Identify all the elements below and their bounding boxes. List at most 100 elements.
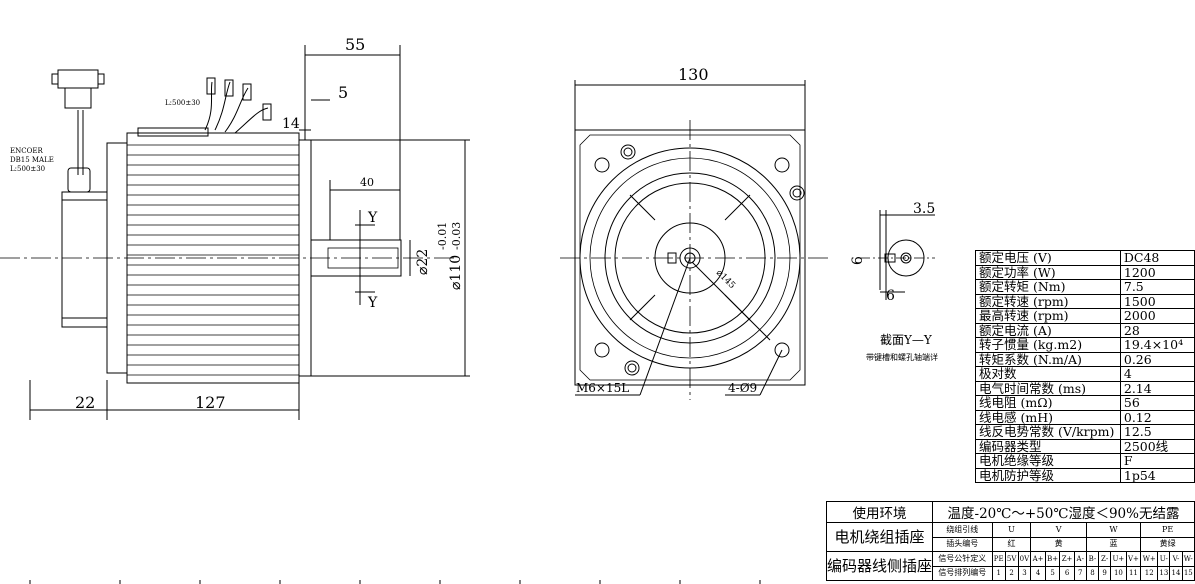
winding-row1-key: 绕组引线 <box>932 522 993 538</box>
pin-number: 13 <box>1157 565 1171 581</box>
spec-row: 电气时间常数 (ms)2.14 <box>975 380 1195 396</box>
spec-row: 转矩系数 (N.m/A)0.26 <box>975 351 1195 367</box>
pin-number: 14 <box>1169 565 1183 581</box>
winding-cell: 黄 <box>1030 536 1087 552</box>
spec-value: 1200 <box>1119 264 1195 280</box>
spec-value: 12.5 <box>1119 424 1195 440</box>
mount-hole-tr <box>774 157 790 173</box>
spec-row: 额定功率 (W)1200 <box>975 264 1195 280</box>
encoder-socket-label: 编码器线侧插座 <box>825 551 934 581</box>
dim-6b: 6 <box>886 288 895 304</box>
pin-def: Z- <box>1097 551 1112 567</box>
pin-number: 9 <box>1097 565 1112 581</box>
spec-value: 0.26 <box>1119 351 1195 367</box>
pin-number: 12 <box>1140 565 1159 581</box>
pin-number: 8 <box>1085 565 1100 581</box>
spec-key: 额定转速 (rpm) <box>975 293 1121 309</box>
winding-row2-key: 插头编号 <box>932 536 993 552</box>
spec-value: 1500 <box>1119 293 1195 309</box>
pin-def: 5V <box>1004 551 1019 567</box>
dim-14: 14 <box>282 116 300 132</box>
spec-row: 线电感 (mH)0.12 <box>975 409 1195 425</box>
dim-6a: 6 <box>850 256 866 265</box>
dim-22-shaft: ⌀22 <box>415 249 431 275</box>
winding-cell: PE <box>1140 522 1195 538</box>
dim-5: 5 <box>338 83 348 102</box>
spec-value: 19.4×10⁴ <box>1119 337 1195 353</box>
spec-key: 额定电压 (V) <box>975 250 1121 266</box>
spec-key: 最高转速 (rpm) <box>975 308 1121 324</box>
spec-key: 转子惯量 (kg.m2) <box>975 337 1121 353</box>
pin-number: 15 <box>1181 565 1195 581</box>
section-title: 截面Y—Y <box>880 333 933 347</box>
dim-110-tol-u: -0.01 <box>436 222 449 250</box>
pin-number: 11 <box>1125 565 1142 581</box>
holes-label: 4-Ø9 <box>728 381 757 395</box>
spec-row: 额定电流 (A)28 <box>975 322 1195 338</box>
mount-hole-tl <box>594 157 610 173</box>
winding-cell: 黄绿 <box>1140 536 1195 552</box>
pin-def: W+ <box>1140 551 1159 567</box>
pin-number: 5 <box>1044 565 1061 581</box>
spec-value: 2500线 <box>1119 438 1195 454</box>
mount-hole-br <box>774 342 790 358</box>
spec-value: 2000 <box>1119 308 1195 324</box>
terminal-box <box>137 127 209 137</box>
pin-def: U- <box>1157 551 1171 567</box>
spec-key: 极对数 <box>975 366 1121 382</box>
spec-key: 线反电势常数 (V/krpm) <box>975 424 1121 440</box>
pin-number: 1 <box>991 565 1006 581</box>
use-env-value: 温度-20℃～+50℃湿度＜90%无结露 <box>932 501 1195 523</box>
spec-value: 0.12 <box>1119 409 1195 425</box>
pin-number: 7 <box>1073 565 1087 581</box>
winding-cell: 红 <box>991 536 1032 552</box>
bottom-ruler <box>29 580 761 584</box>
spec-row: 最高转速 (rpm)2000 <box>975 308 1195 324</box>
encoder-label-1: ENCOER <box>10 147 43 155</box>
dim-110-tol-l: -0.03 <box>450 222 463 250</box>
encoder-cap <box>61 191 108 328</box>
pin-def: PE <box>991 551 1006 567</box>
cable-length: L:500±30 <box>165 99 200 107</box>
section-note: 带键槽和螺孔轴端详 <box>866 352 938 362</box>
pin-def-label: 信号公针定义 <box>932 551 993 567</box>
pin-def: 0V <box>1017 551 1032 567</box>
spec-value: 2.14 <box>1119 380 1195 396</box>
spec-key: 额定功率 (W) <box>975 264 1121 280</box>
spec-row: 额定转矩 (Nm)7.5 <box>975 279 1195 295</box>
pin-def: A+ <box>1030 551 1046 567</box>
pilot-circle <box>654 222 726 294</box>
dim-3-5: 3.5 <box>913 201 935 217</box>
use-env-label: 使用环境 <box>825 501 934 523</box>
mount-hole-bl <box>594 342 610 358</box>
spec-row: 线反电势常数 (V/krpm)12.5 <box>975 424 1195 440</box>
dim-22: 22 <box>75 393 95 412</box>
pin-def: U+ <box>1110 551 1127 567</box>
spec-value: 28 <box>1119 322 1195 338</box>
spec-key: 编码器类型 <box>975 438 1121 454</box>
spec-row: 额定电压 (V)DC48 <box>975 250 1195 266</box>
spec-value: 56 <box>1119 395 1195 411</box>
screw-label: M6×15L <box>576 381 629 395</box>
cooling-fins <box>127 144 299 376</box>
encoder-connector <box>57 69 99 89</box>
pin-number: 10 <box>1110 565 1127 581</box>
dim-130: 130 <box>678 65 709 84</box>
winding-socket-label: 电机绕组插座 <box>825 522 934 552</box>
spec-value: DC48 <box>1119 250 1195 266</box>
y-top: Y <box>367 210 378 226</box>
spec-key: 线电感 (mH) <box>975 409 1121 425</box>
pin-def: V- <box>1169 551 1183 567</box>
winding-cell: U <box>991 522 1032 538</box>
spec-value: F <box>1119 453 1195 469</box>
spec-value: 7.5 <box>1119 279 1195 295</box>
pin-number: 3 <box>1017 565 1032 581</box>
dim-40: 40 <box>360 176 374 189</box>
spec-row: 额定转速 (rpm)1500 <box>975 293 1195 309</box>
pin-def: B- <box>1085 551 1100 567</box>
pin-number: 2 <box>1004 565 1019 581</box>
winding-cell: 蓝 <box>1085 536 1142 552</box>
